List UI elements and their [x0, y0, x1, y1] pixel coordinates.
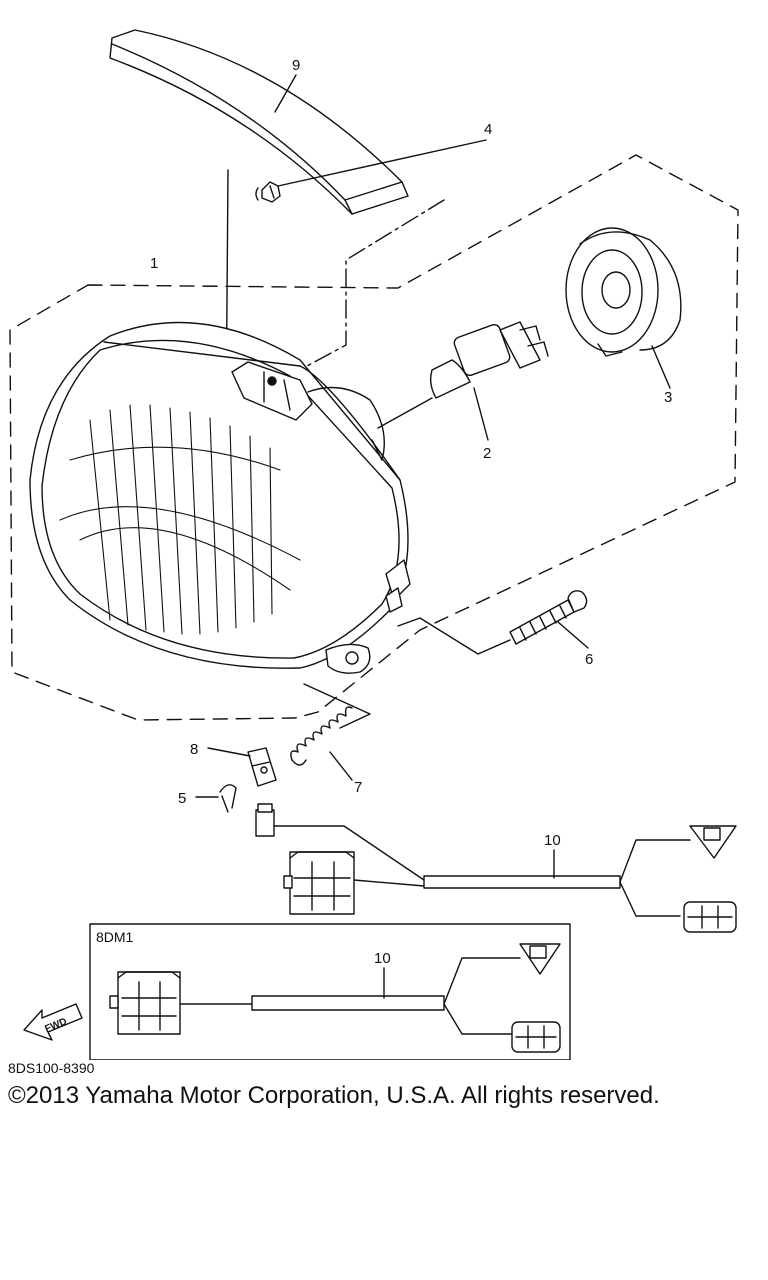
callout-1: 1 — [150, 255, 158, 272]
callout-4: 4 — [484, 121, 492, 138]
leader-4 — [277, 139, 487, 187]
headlight-housing — [29, 321, 411, 674]
callout-5: 5 — [178, 790, 186, 807]
inset-label: 8DM1 — [96, 929, 134, 945]
bulb-cover — [565, 227, 682, 357]
rivet — [255, 181, 281, 203]
screw-axis — [397, 617, 511, 655]
rivet-axis — [295, 199, 445, 373]
headlight-exploded-diagram: 1 2 3 4 5 6 7 8 9 10 10 8DM1 FWD — [9, 29, 739, 1060]
wire-harness — [273, 825, 737, 933]
adjust-screw — [509, 590, 588, 645]
spring — [290, 706, 353, 766]
callout-3: 3 — [664, 389, 672, 406]
variant-inset-box — [89, 923, 571, 1060]
wire-harness-variant — [109, 943, 561, 1053]
wire-clip — [219, 784, 237, 813]
callout-2: 2 — [483, 445, 491, 462]
clip-nut — [247, 747, 277, 787]
callout-6: 6 — [585, 651, 593, 668]
drawing-code: 8DS100-8390 — [8, 1060, 95, 1076]
leader-7 — [329, 751, 353, 781]
visor-panel — [109, 29, 409, 215]
spring-axis — [303, 683, 371, 729]
leader-3 — [651, 345, 671, 389]
socket-connector — [255, 803, 275, 837]
bulb — [429, 321, 549, 399]
callout-7: 7 — [354, 779, 362, 796]
assembly-group-outline — [9, 154, 739, 721]
bulb-axis — [377, 397, 433, 429]
leader-9 — [274, 74, 297, 113]
leader-6 — [557, 621, 589, 649]
forward-arrow-icon — [23, 1003, 83, 1041]
callout-10-variant: 10 — [374, 950, 391, 967]
lens-pattern — [59, 404, 301, 635]
callout-10: 10 — [544, 832, 561, 849]
callout-8: 8 — [190, 741, 198, 758]
leader-2 — [473, 387, 489, 441]
callout-9: 9 — [292, 57, 300, 74]
copyright-notice: ©2013 Yamaha Motor Corporation, U.S.A. A… — [8, 1082, 660, 1109]
leader-8 — [207, 747, 251, 757]
callout-labels: 1 2 3 4 5 6 7 8 9 10 10 8DM1 FWD — [43, 57, 672, 1035]
